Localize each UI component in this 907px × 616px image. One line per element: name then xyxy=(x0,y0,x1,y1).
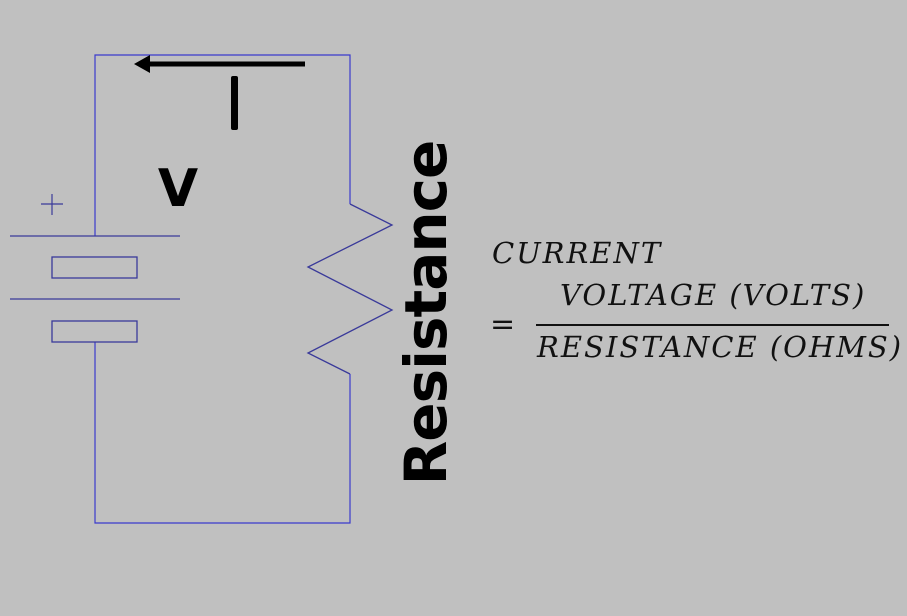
wire-top-left xyxy=(94,54,351,236)
resistor-label: Resistance xyxy=(392,140,460,486)
battery xyxy=(10,235,180,343)
equation-denominator: RESISTANCE (OHMS) xyxy=(537,330,904,364)
current-symbol-bar xyxy=(231,76,238,130)
fraction-bar xyxy=(536,324,889,326)
equation-numerator: VOLTAGE (VOLTS) xyxy=(560,278,867,312)
voltage-symbol: V xyxy=(158,159,198,219)
wire-bottom xyxy=(94,342,351,524)
current-arrow-icon xyxy=(134,55,305,73)
equation-equals-sign: = xyxy=(490,307,518,342)
resistor-zigzag xyxy=(306,203,394,375)
plus-icon xyxy=(41,194,63,215)
battery-cell-1 xyxy=(51,256,138,279)
equation-lhs: CURRENT xyxy=(492,236,663,270)
battery-cell-2 xyxy=(51,320,138,343)
